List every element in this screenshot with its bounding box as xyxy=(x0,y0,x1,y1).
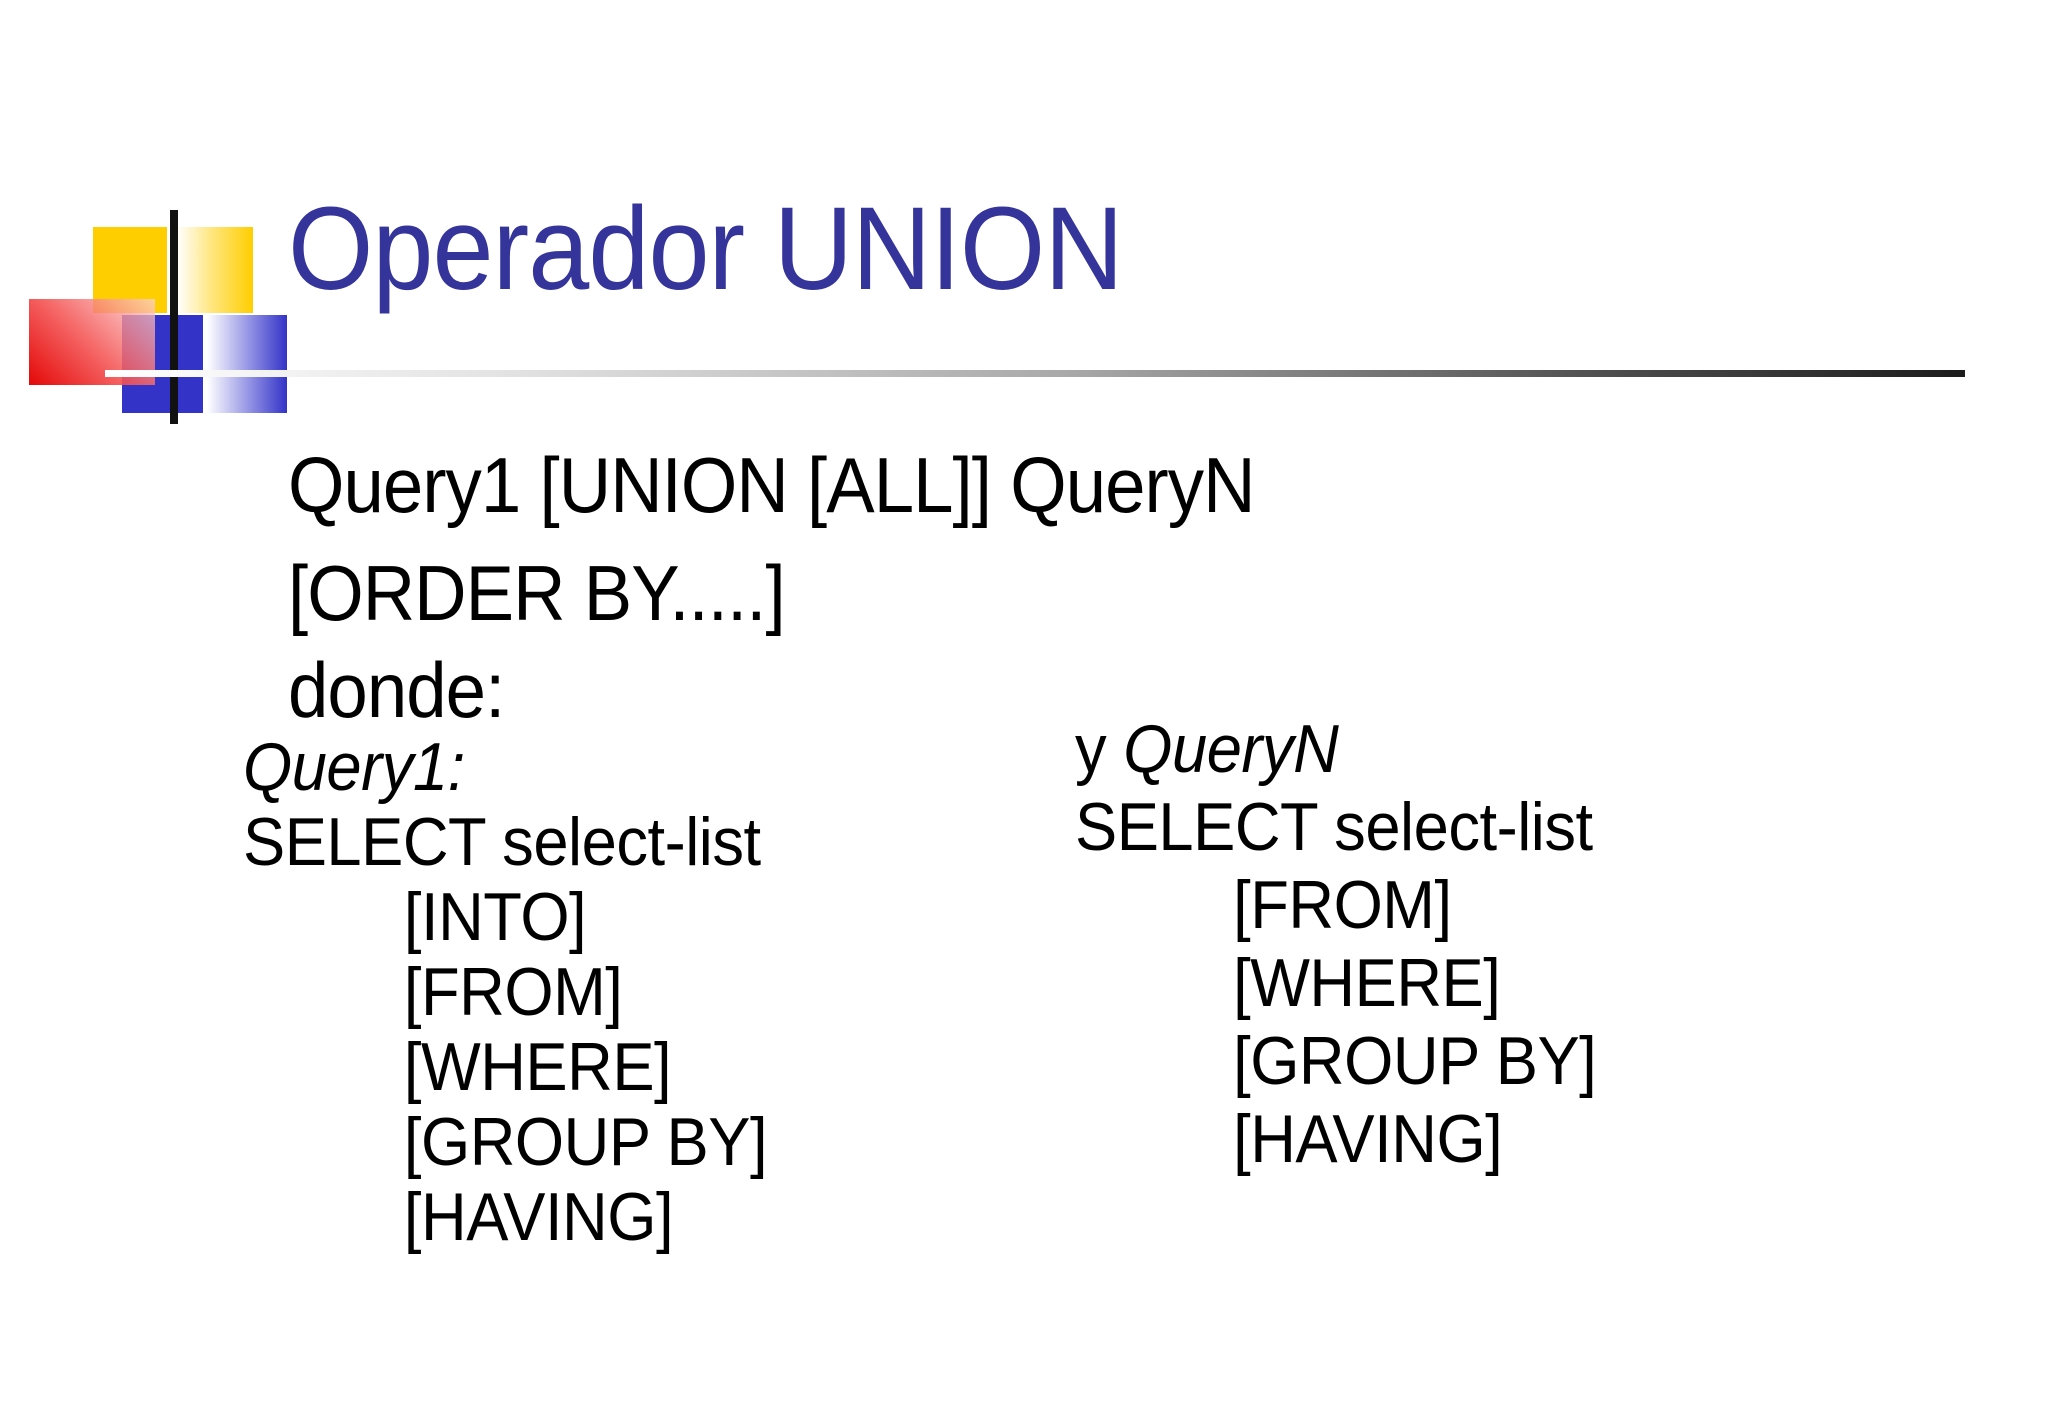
syntax-line-donde: donde: xyxy=(288,646,505,734)
queryn-label-prefix: y xyxy=(1075,711,1107,787)
queryn-label-line: y QueryN xyxy=(1075,710,1596,788)
queryn-clause-from: [FROM] xyxy=(1233,867,1452,943)
decoration-vertical-line xyxy=(170,210,178,424)
queryn-label: QueryN xyxy=(1123,711,1339,787)
decoration-blue-gradient-square xyxy=(207,315,287,413)
query1-definition-column: Query1: SELECT select-list [INTO] [FROM]… xyxy=(243,729,768,1255)
slide-title: Operador UNION xyxy=(288,183,1124,315)
query1-clause-having: [HAVING] xyxy=(403,1179,674,1255)
syntax-line-union: Query1 [UNION [ALL]] QueryN xyxy=(288,441,1256,529)
query1-select-line: SELECT select-list xyxy=(243,804,761,880)
queryn-select-line: SELECT select-list xyxy=(1075,789,1593,865)
query1-clause-into: [INTO] xyxy=(403,879,587,955)
syntax-line-order-by: [ORDER BY.....] xyxy=(288,549,786,637)
queryn-definition-column: y QueryN SELECT select-list [FROM] [WHER… xyxy=(1075,710,1597,1178)
decoration-yellow-gradient-square xyxy=(177,227,253,313)
query1-clause-from: [FROM] xyxy=(403,954,623,1030)
query1-clause-group-by: [GROUP BY] xyxy=(403,1104,768,1180)
queryn-clause-where: [WHERE] xyxy=(1233,945,1501,1021)
queryn-clause-group-by: [GROUP BY] xyxy=(1233,1023,1597,1099)
query1-clause-where: [WHERE] xyxy=(403,1029,672,1105)
title-divider-line xyxy=(105,370,1965,377)
query1-label: Query1: xyxy=(243,729,465,805)
decoration-yellow-square xyxy=(93,227,167,313)
queryn-clause-having: [HAVING] xyxy=(1233,1101,1503,1177)
